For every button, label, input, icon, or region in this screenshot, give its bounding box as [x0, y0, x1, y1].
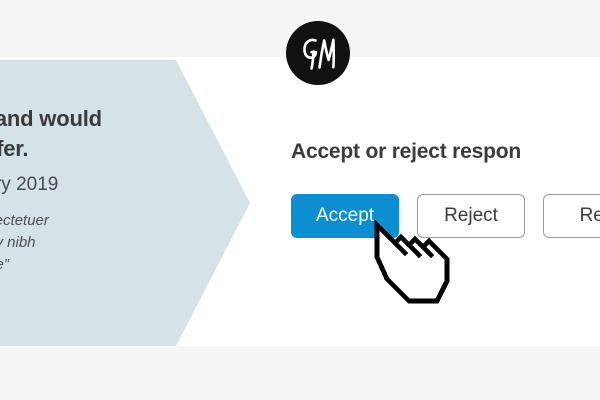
accept-button[interactable]: Accept	[291, 194, 399, 238]
response-button-row: Accept Reject Rep	[291, 194, 600, 238]
gm-monogram-logo	[286, 21, 350, 85]
quote-headline: ...d and would ...offer.	[0, 106, 102, 161]
quote-date: ...uary 2019	[0, 174, 59, 195]
page-title: Accept or reject respon	[291, 140, 521, 163]
quote-panel: ...d and would ...offer. ...uary 2019 ..…	[0, 60, 250, 346]
quote-body: ...onsectetuer ...mmy nibh ...plore”	[0, 212, 49, 273]
bottom-band	[0, 346, 600, 400]
reply-button[interactable]: Rep	[543, 194, 600, 238]
reject-button[interactable]: Reject	[417, 194, 525, 238]
response-section: Accept or reject respon	[291, 140, 600, 164]
